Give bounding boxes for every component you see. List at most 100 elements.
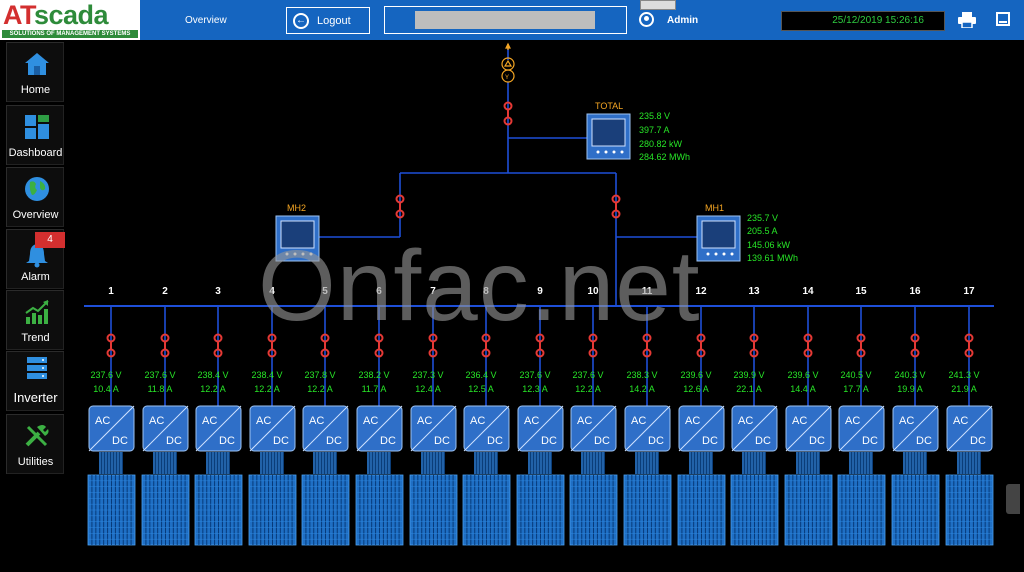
inverter-breaker[interactable] xyxy=(964,333,974,358)
inverter-breaker[interactable] xyxy=(481,333,491,358)
sidebar-item-home[interactable]: Home xyxy=(6,42,64,102)
solar-panel-array xyxy=(141,474,190,546)
ac-label: AC xyxy=(845,415,860,427)
sidebar-item-alarm[interactable]: 4 Alarm xyxy=(6,229,65,289)
dc-label: DC xyxy=(916,435,932,447)
solar-panel-array xyxy=(409,474,458,546)
inverter-breaker[interactable] xyxy=(428,333,438,358)
server-icon xyxy=(27,357,47,379)
bell-icon xyxy=(26,244,48,268)
inverter-current: 12.6 A xyxy=(683,384,709,394)
search-input[interactable] xyxy=(415,11,595,29)
inverter-breaker[interactable] xyxy=(642,333,652,358)
logout-button[interactable]: ← Logout xyxy=(286,7,370,34)
dc-label: DC xyxy=(434,435,450,447)
side-panel-toggle[interactable] xyxy=(1006,484,1020,514)
dc-cable-bundle xyxy=(849,452,873,474)
meter-total-energy: 284.62 MWh xyxy=(639,152,690,162)
mh2-breaker[interactable] xyxy=(395,194,405,219)
sidebar-item-trend[interactable]: Trend xyxy=(6,290,64,350)
inverter-number: 7 xyxy=(430,286,436,297)
main-breaker[interactable] xyxy=(503,101,513,126)
inverter-breaker[interactable] xyxy=(803,333,813,358)
inverter-breaker[interactable] xyxy=(374,333,384,358)
printer-icon[interactable] xyxy=(958,12,976,28)
inverter-breaker[interactable] xyxy=(320,333,330,358)
solar-panel-array xyxy=(87,474,136,546)
dc-cable-bundle xyxy=(313,452,337,474)
inverter-number: 14 xyxy=(802,286,814,297)
sidebar-item-utilities[interactable]: Utilities xyxy=(6,414,64,474)
inverter-voltage: 238.2 V xyxy=(358,370,389,380)
dashboard-icon xyxy=(25,115,49,139)
solar-panel-array xyxy=(677,474,726,546)
inverter-current: 19.9 A xyxy=(897,384,923,394)
minimize-button[interactable] xyxy=(996,12,1010,26)
ac-label: AC xyxy=(631,415,646,427)
sidebar-label-trend: Trend xyxy=(21,332,50,344)
inverter-voltage: 240.3 V xyxy=(894,370,925,380)
dc-cable-bundle xyxy=(957,452,981,474)
inverter-voltage: 238.3 V xyxy=(626,370,657,380)
inverter-breaker[interactable] xyxy=(213,333,223,358)
meter-mh1[interactable] xyxy=(696,215,741,262)
inverter-breaker[interactable] xyxy=(749,333,759,358)
datetime-display: 25/12/2019 15:26:16 xyxy=(781,11,945,31)
user-icon[interactable] xyxy=(639,12,654,27)
inverter-breaker[interactable] xyxy=(588,333,598,358)
inverter-current: 12.5 A xyxy=(468,384,494,394)
solar-panel-array xyxy=(784,474,833,546)
inverter-breaker[interactable] xyxy=(106,333,116,358)
dc-cable-bundle xyxy=(581,452,605,474)
dc-cable-bundle xyxy=(742,452,766,474)
sidebar-item-dashboard[interactable]: Dashboard xyxy=(6,105,64,165)
ac-label: AC xyxy=(202,415,217,427)
inverter-breaker[interactable] xyxy=(535,333,545,358)
inverter-breaker[interactable] xyxy=(910,333,920,358)
sidebar-item-inverter[interactable]: Inverter xyxy=(6,351,64,411)
inverter-breaker[interactable] xyxy=(856,333,866,358)
meter-total[interactable] xyxy=(586,113,631,160)
inverter-current: 14.4 A xyxy=(790,384,816,394)
sidebar-label-home: Home xyxy=(20,84,51,96)
meter-mh2[interactable] xyxy=(275,215,320,262)
search-field[interactable] xyxy=(384,6,627,34)
inverter-breaker[interactable] xyxy=(267,333,277,358)
inverter-current: 14.2 A xyxy=(629,384,655,394)
sidebar: Home Dashboard Overview 4 Alarm xyxy=(0,40,68,572)
window-controls[interactable] xyxy=(640,0,676,10)
sidebar-item-overview[interactable]: Overview xyxy=(6,167,64,227)
inverter-voltage: 238.4 V xyxy=(251,370,282,380)
mh1-breaker[interactable] xyxy=(611,194,621,219)
inverter-breaker[interactable] xyxy=(696,333,706,358)
solar-panel-array xyxy=(248,474,297,546)
inverter-current: 22.1 A xyxy=(736,384,762,394)
inverter-number: 9 xyxy=(537,286,543,297)
inverter-breaker[interactable] xyxy=(160,333,170,358)
inverter-number: 13 xyxy=(748,286,760,297)
